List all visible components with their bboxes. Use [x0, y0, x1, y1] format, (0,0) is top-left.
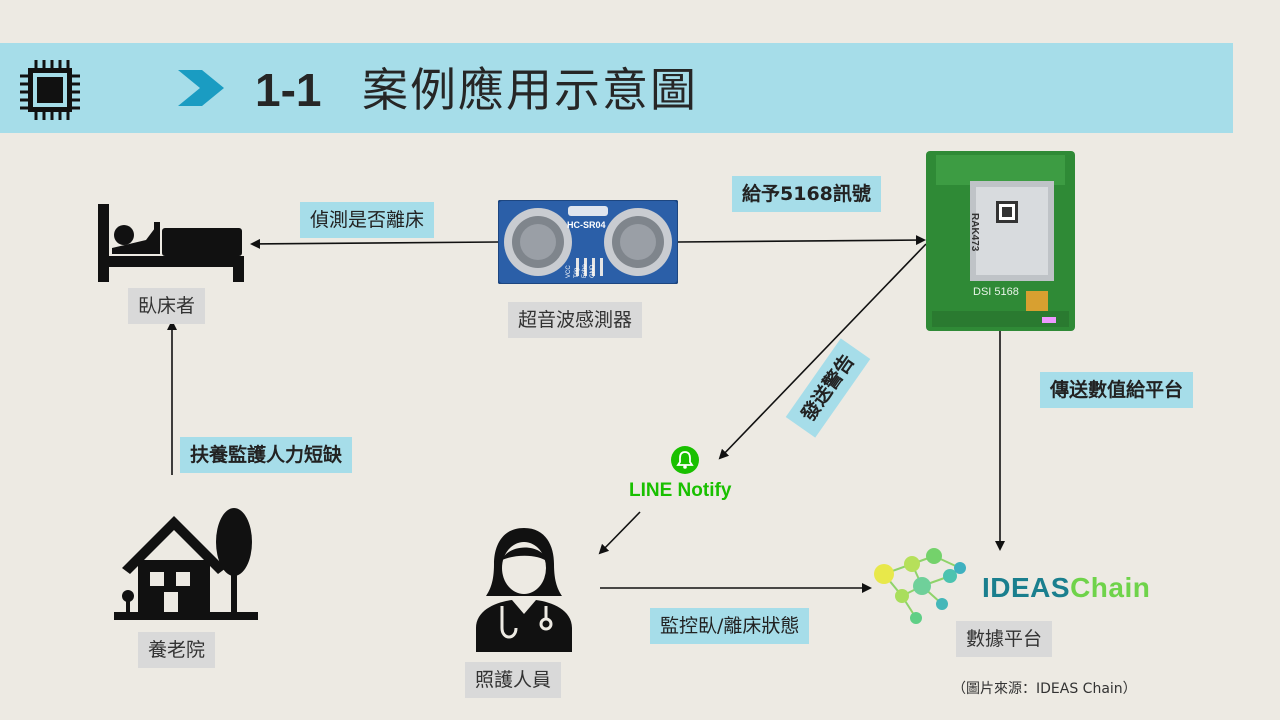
- edge-label-sensor-to-board: 給予5168訊號: [732, 176, 881, 212]
- dsi5168-board-image: [926, 151, 1075, 331]
- chain-logo-text: Chain: [1070, 572, 1151, 603]
- edge-label-board-to-platform: 傳送數值給平台: [1040, 372, 1194, 408]
- page-title: 案例應用示意圖: [362, 63, 698, 117]
- ideas-chain-network-icon: [874, 548, 966, 624]
- line-notify-bell-icon: [671, 446, 699, 474]
- bed-label: 臥床者: [128, 288, 206, 324]
- edge-label-caregiver-to-platform: 監控臥/離床狀態: [650, 608, 810, 644]
- line-notify-label: LINE Notify: [629, 480, 732, 501]
- nursing-home-icon: [114, 508, 258, 620]
- arrow-sensor-to-board: [677, 235, 926, 246]
- header-number: 1-1: [255, 64, 322, 116]
- chip-icon: [20, 60, 80, 120]
- bed-icon: [98, 204, 244, 282]
- sensor-pin-label: Echo: [582, 264, 588, 278]
- ideas-chain-logo-text: IDEASChain: [982, 572, 1150, 604]
- arrow-line-to-caregiver: [598, 511, 641, 555]
- nursing-home-label: 養老院: [138, 632, 216, 668]
- sensor-pin-label: Trig: [574, 267, 580, 278]
- sensor-pin-label: VCC: [566, 265, 572, 278]
- sensor-label: 超音波感測器: [508, 302, 643, 338]
- ideas-logo-text: IDEAS: [982, 572, 1071, 603]
- arrow-sensor-to-bed: [250, 238, 499, 249]
- image-source-note: （圖片來源：IDEAS Chain）: [952, 681, 1137, 697]
- sensor-pin-label: GND: [590, 264, 596, 278]
- edge-label-board-to-line: 發送警告: [785, 338, 871, 438]
- board-module-text: RAK473: [969, 213, 980, 252]
- edge-label-sensor-to-bed: 偵測是否離床: [300, 202, 435, 238]
- ultrasonic-sensor-image: [498, 200, 678, 284]
- sensor-model-text: HC-SR04: [567, 220, 606, 230]
- chevron-right-icon: [178, 70, 224, 106]
- platform-label: 數據平台: [956, 621, 1053, 657]
- edge-label-home-to-bed: 扶養監護人力短缺: [180, 437, 353, 473]
- board-model-text: DSI 5168: [973, 286, 1019, 298]
- caregiver-icon: [476, 528, 572, 652]
- caregiver-label: 照護人員: [465, 662, 562, 698]
